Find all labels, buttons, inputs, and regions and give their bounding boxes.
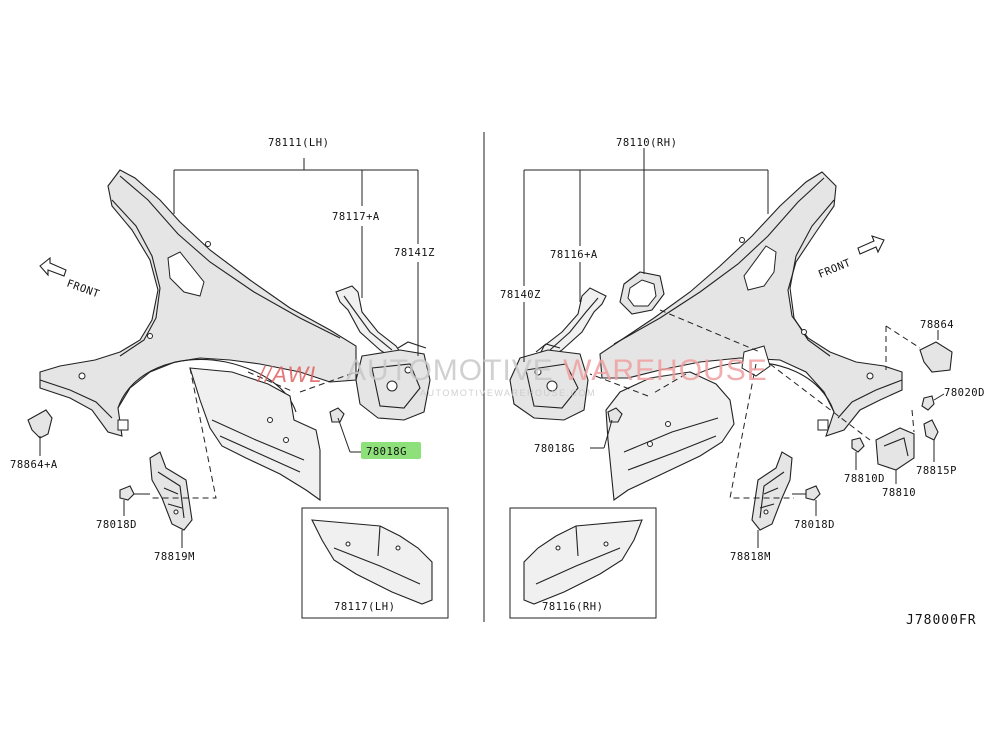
- highlight-lh-bolt-center: [361, 442, 421, 459]
- label-rh-inset: 78116(RH): [542, 601, 603, 613]
- rh-inner-panel: [605, 371, 735, 501]
- label-rh-cap: 78864: [920, 319, 954, 331]
- label-lh-pillar: 78117+A: [332, 211, 380, 223]
- label-rh-lid-spring: 78815P: [916, 465, 957, 477]
- rh-quarter-panel: [599, 171, 903, 437]
- front-arrow-left-icon: [39, 256, 67, 277]
- rh-inner-reinforcement: [509, 343, 589, 421]
- label-front-right: FRONT: [817, 257, 853, 281]
- rh-clip-icon: [921, 395, 935, 411]
- watermark: //AWL AUTOMOTIVE WAREHOUSE AUTOMOTIVEWAR…: [256, 354, 768, 398]
- label-rh-clip: 78020D: [944, 387, 985, 399]
- watermark-left: //AWL: [256, 362, 323, 387]
- rh-lid-screw-icon: [851, 437, 865, 453]
- lh-leader-lines: [39, 158, 419, 548]
- label-lh-seal: 78141Z: [394, 247, 435, 259]
- rh-fuel-lid: [875, 427, 915, 471]
- label-rh-pillar: 78116+A: [550, 249, 598, 261]
- rh-bolt-lower-icon: [792, 485, 821, 501]
- lh-lower-bracket: [149, 451, 193, 531]
- label-lh-bracket: 78819M: [154, 551, 195, 563]
- lh-quarter-panel: [39, 169, 357, 437]
- rh-fuel-filler-ring-icon: [619, 271, 665, 315]
- diagram-code: J78000FR: [906, 613, 977, 628]
- lh-inset-box: [301, 507, 449, 619]
- label-rh-seal: 78140Z: [500, 289, 541, 301]
- lh-inner-panel: [189, 367, 321, 502]
- label-lh-group: 78111(LH): [268, 137, 329, 149]
- label-lh-bolt-center: 78018G: [366, 446, 407, 458]
- label-lh-inset: 78117(LH): [334, 601, 395, 613]
- lh-bolt-center-icon: [329, 407, 345, 423]
- rh-leader-lines: [523, 148, 945, 548]
- watermark-url: AUTOMOTIVEWAREHOUSE.COM: [420, 388, 596, 398]
- label-rh-bolt-center: 78018G: [534, 443, 575, 455]
- label-front-left: FRONT: [65, 278, 101, 301]
- label-rh-bracket: 78818M: [730, 551, 771, 563]
- label-rh-bolt-lower: 78018D: [794, 519, 835, 531]
- lh-assembly-lines: [152, 367, 357, 499]
- label-lh-bolt-lower: 78018D: [96, 519, 137, 531]
- rh-inset-box: [509, 507, 657, 619]
- lh-inner-reinforcement: [355, 341, 431, 421]
- watermark-brand: AUTOMOTIVE WAREHOUSE: [346, 354, 768, 387]
- front-arrow-right-icon: [857, 235, 885, 255]
- label-rh-lid: 78810: [882, 487, 916, 499]
- rh-lid-spring-icon: [923, 419, 939, 441]
- rh-bolt-center-icon: [607, 407, 623, 423]
- rh-lower-bracket: [751, 451, 793, 531]
- lh-cap-part: [27, 409, 53, 439]
- label-lh-cap: 78864+A: [10, 459, 58, 471]
- rh-cap-part: [919, 341, 953, 373]
- label-rh-group: 78110(RH): [616, 137, 677, 149]
- label-rh-lid-screw: 78810D: [844, 473, 885, 485]
- rh-assembly-lines: [589, 309, 921, 499]
- lh-bolt-lower-icon: [119, 485, 150, 501]
